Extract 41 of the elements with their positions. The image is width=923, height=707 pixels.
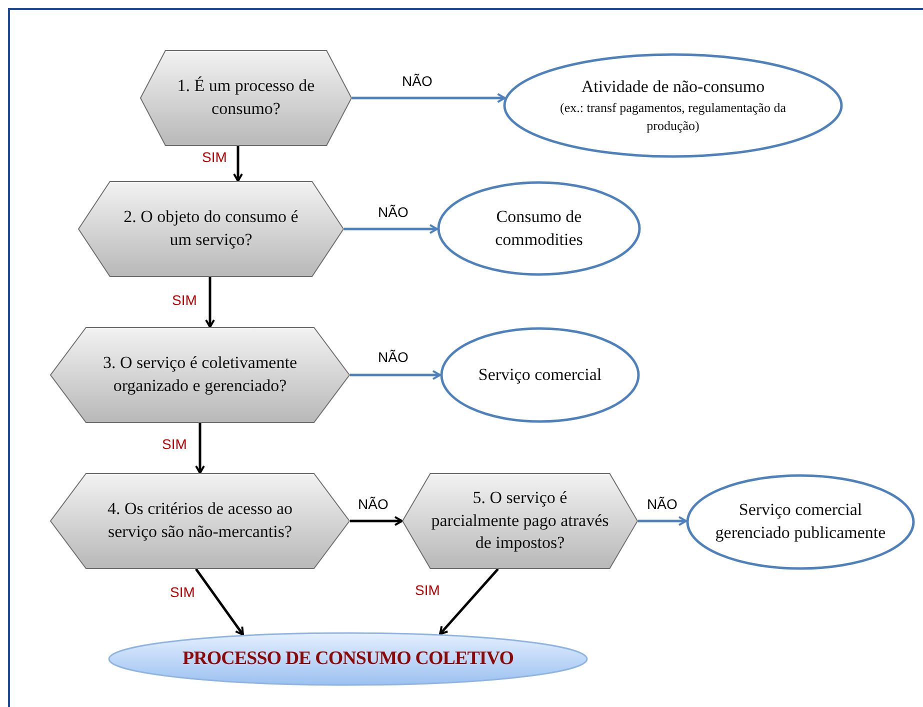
edge-label: NÃO [356, 497, 390, 511]
result-ellipse [108, 632, 588, 686]
decision-hexagon [78, 181, 344, 277]
edge-label: SIM [170, 293, 199, 307]
arrow [194, 568, 244, 636]
edge-label: NÃO [376, 350, 410, 364]
edge-label: NÃO [376, 205, 410, 219]
decision-hexagon [50, 473, 350, 569]
node-text: 3. O serviço é coletivamente organizado e gerenciado? [102, 352, 298, 397]
arrow [195, 423, 205, 474]
decision-hexagon [50, 327, 350, 423]
decision-hexagon [140, 50, 352, 146]
outcome-ellipse [503, 53, 843, 158]
node-text: 5. O serviço é parcialmente pago através de impostos? [430, 486, 610, 554]
edge-label: SIM [200, 150, 229, 164]
node-text: 1. É um processo de consumo? [176, 75, 316, 120]
node-text: PROCESSO DE CONSUMO COLETIVO [182, 647, 514, 672]
arrow [350, 516, 403, 526]
node-text: Serviço comercial gerenciado publicamente [714, 499, 887, 544]
arrow [233, 146, 243, 182]
arrow [439, 568, 499, 636]
node-text: 4. Os critérios de acesso ao serviço são não-mercantis? [106, 498, 294, 543]
node-text: 2. O objeto do consumo é um serviço? [122, 206, 300, 251]
arrow [350, 370, 441, 380]
node-text: Consumo de commodities [494, 206, 584, 250]
arrow [638, 516, 688, 526]
edge-label: NÃO [645, 497, 680, 511]
arrow [352, 93, 506, 103]
outcome-ellipse [440, 327, 640, 423]
node-subtext: (ex.: transf pagamentos, regulamentação da produção) [559, 99, 787, 135]
arrow [344, 224, 438, 234]
outcome-ellipse [437, 181, 641, 276]
edge-label: SIM [160, 437, 189, 451]
decision-hexagon [402, 473, 638, 569]
outcome-ellipse [686, 474, 915, 570]
edge-label: SIM [413, 583, 442, 597]
edge-label: NÃO [400, 74, 434, 88]
edge-label: SIM [168, 585, 197, 599]
node-text: Atividade de não-consumo [581, 76, 765, 98]
arrow [205, 277, 215, 328]
node-text: Serviço comercial [478, 364, 602, 386]
